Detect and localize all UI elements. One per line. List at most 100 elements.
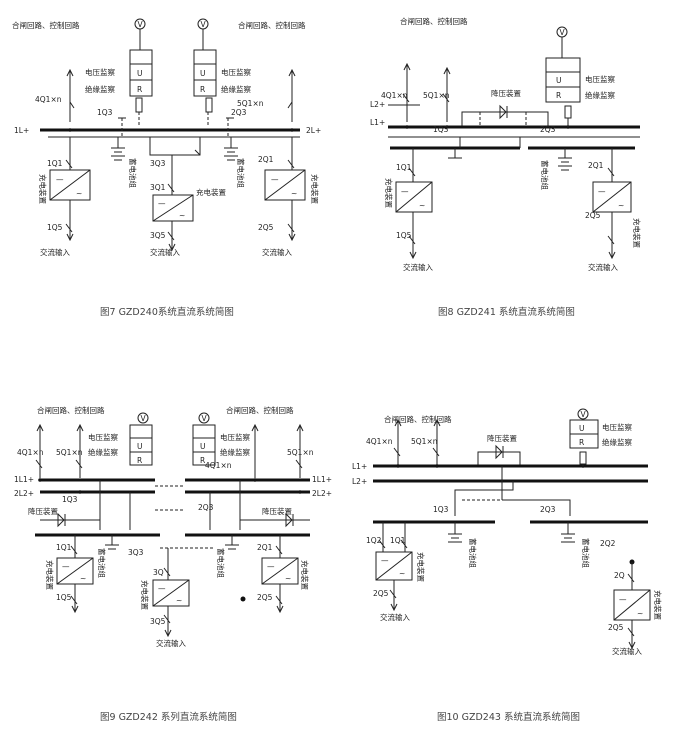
svg-text:~: ~	[179, 211, 185, 220]
voltmeter-icon: V	[577, 408, 589, 420]
label-2q: 2Q	[614, 571, 625, 580]
label-ch3: 充电装置	[140, 580, 150, 610]
label-ch1: 充电装置	[38, 174, 48, 204]
label-bat: 蓄电池组	[540, 160, 550, 190]
label-vm-right: 电压监察	[221, 67, 251, 77]
diagram-gzd240: 合闸回路、控制回路 合闸回路、控制回路 V V U R U R	[12, 18, 321, 318]
svg-text:—: —	[619, 595, 627, 604]
monitor-box: U R	[569, 419, 599, 465]
monitor-box-right: U R	[193, 49, 217, 113]
voltmeter-icon: V	[198, 412, 210, 424]
label-4q1-left: 4Q1×n	[17, 448, 44, 457]
monitor-box-left: U R	[129, 49, 153, 113]
label-top-right: 合闸回路、控制回路	[238, 20, 306, 30]
label-im-right: 绝缘监察	[220, 447, 250, 457]
svg-text:~: ~	[419, 201, 425, 210]
label-2q1: 2Q1	[588, 161, 604, 170]
svg-text:R: R	[200, 456, 205, 465]
label-drop-left: 降压装置	[28, 506, 58, 516]
label-1q3: 1Q3	[433, 505, 449, 514]
svg-text:—: —	[267, 562, 275, 571]
label-bat1: 蓄电池组	[468, 538, 478, 568]
svg-text:R: R	[137, 456, 142, 465]
charger-box-left: — ~	[375, 551, 413, 581]
label-drop: 降压装置	[491, 88, 521, 98]
label-drop: 降压装置	[487, 433, 517, 443]
label-ch2: 充电装置	[653, 590, 663, 620]
label-1q5: 1Q5	[396, 231, 412, 240]
label-5q1-left: 5Q1×n	[56, 448, 83, 457]
label-im-right: 绝缘监察	[221, 84, 251, 94]
label-1q3: 1Q3	[97, 108, 113, 117]
svg-text:V: V	[201, 20, 207, 29]
charger-box-left: — ~	[56, 557, 94, 585]
svg-text:~: ~	[80, 574, 86, 583]
svg-text:—: —	[158, 199, 166, 208]
caption-gzd243: 图10 GZD243 系统直流系统简图	[437, 711, 580, 723]
label-1q1: 1Q1	[396, 163, 412, 172]
charger-box-right: — ~	[592, 181, 632, 213]
label-5q1: 5Q1×n	[411, 437, 438, 446]
svg-text:R: R	[579, 438, 584, 447]
svg-text:V: V	[138, 20, 144, 29]
label-2q1: 2Q1	[258, 155, 274, 164]
svg-text:V: V	[202, 414, 208, 423]
label-ac: 交流输入	[156, 638, 186, 648]
label-1q3: 1Q3	[62, 495, 78, 504]
charger-box-middle: — ~	[152, 194, 194, 222]
svg-text:—: —	[401, 187, 409, 196]
label-2q3: 2Q3	[231, 108, 247, 117]
svg-text:U: U	[137, 442, 143, 451]
label-2l2-left: 2L2+	[14, 489, 34, 498]
label-ch1: 充电装置	[384, 178, 394, 208]
label-bat1: 蓄电池组	[97, 548, 107, 578]
label-ch1: 充电装置	[45, 560, 55, 590]
label-ac1: 交流输入	[40, 247, 70, 257]
label-2q2: 2Q2	[600, 539, 616, 548]
label-4q1-right: 4Q1×n	[205, 461, 232, 470]
svg-text:U: U	[200, 442, 206, 451]
label-bus-l2: L2+	[370, 100, 385, 109]
label-1q5: 1Q5	[56, 593, 72, 602]
caption-gzd242: 图9 GZD242 系列直流系统简图	[100, 711, 237, 723]
svg-text:~: ~	[637, 609, 643, 618]
label-1q5: 1Q5	[47, 223, 63, 232]
label-2q3: 2Q3	[198, 503, 214, 512]
label-bus-l2: L2+	[352, 477, 367, 486]
svg-text:V: V	[581, 410, 587, 419]
label-ac1: 交流输入	[380, 612, 410, 622]
label-ac2: 交流输入	[612, 646, 642, 656]
label-5q1: 5Q1×n	[237, 99, 264, 108]
label-bus-l1: L1+	[370, 118, 385, 127]
monitor-box-left: U R	[129, 424, 153, 466]
label-1l1-right: 1L1+	[312, 475, 332, 484]
label-vm-left: 电压监察	[85, 67, 115, 77]
label-4q1: 4Q1×n	[366, 437, 393, 446]
label-ac2: 交流输入	[262, 247, 292, 257]
label-ch2: 充电装置	[632, 218, 642, 248]
label-drop-right: 降压装置	[262, 506, 292, 516]
svg-text:—: —	[56, 175, 64, 184]
label-vm-left: 电压监察	[88, 432, 118, 442]
label-2q5-right: 2Q5	[608, 623, 624, 632]
label-5q1: 5Q1×n	[423, 91, 450, 100]
label-2q5: 2Q5	[257, 593, 273, 602]
svg-text:—: —	[381, 556, 389, 565]
label-ch2: 充电装置	[300, 560, 310, 590]
label-bat2: 蓄电池组	[581, 538, 591, 568]
label-1q1: 1Q1	[47, 159, 63, 168]
svg-text:V: V	[141, 414, 147, 423]
label-2q5-left: 2Q5	[373, 589, 389, 598]
svg-text:R: R	[556, 91, 561, 100]
svg-text:—: —	[598, 187, 606, 196]
label-ac1: 交流输入	[403, 262, 433, 272]
label-1q3: 1Q3	[433, 125, 449, 134]
voltmeter-icon: V	[197, 18, 209, 50]
monitor-box-right: U R	[192, 424, 216, 466]
label-vm: 电压监察	[602, 422, 632, 432]
svg-text:—: —	[62, 562, 70, 571]
svg-text:U: U	[200, 69, 206, 78]
label-4q1: 4Q1×n	[381, 91, 408, 100]
